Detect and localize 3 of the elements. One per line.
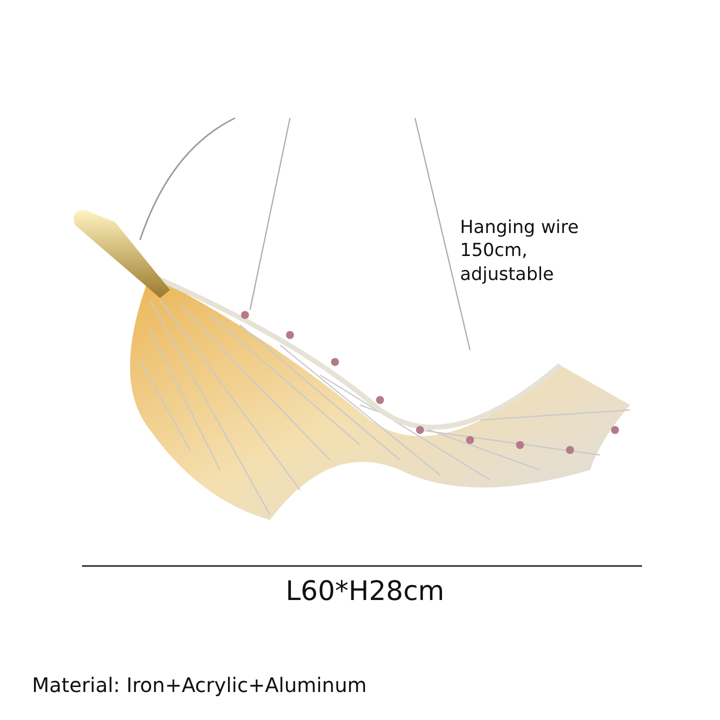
material-text: Material: Iron+Acrylic+Aluminum bbox=[32, 672, 368, 698]
dimension-text: L60*H28cm bbox=[284, 575, 446, 609]
annotation-text: Hanging wire 150cm, adjustable bbox=[460, 216, 580, 286]
